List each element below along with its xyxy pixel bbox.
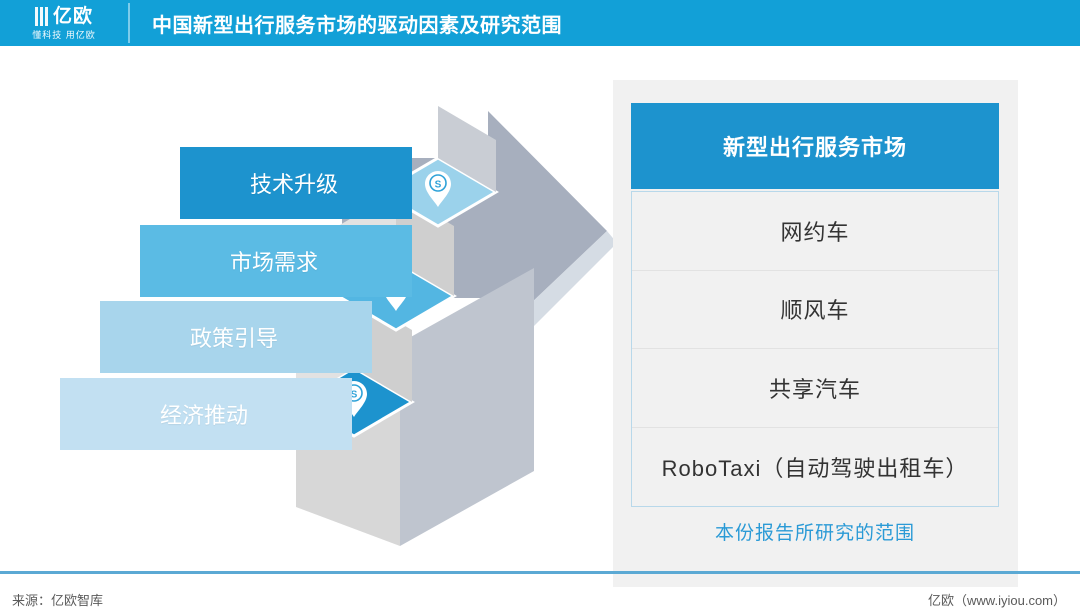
driver-step-2: 市场需求 bbox=[140, 225, 412, 297]
driver-step-3: 政策引导 bbox=[100, 301, 372, 373]
driver-steps-list: 技术升级 市场需求 政策引导 经济推动 bbox=[0, 46, 620, 565]
driver-step-4-label: 经济推动 bbox=[159, 403, 248, 428]
driver-step-2-label: 市场需求 bbox=[229, 250, 318, 275]
driver-step-1: 技术升级 bbox=[180, 147, 412, 219]
footer-brand: 亿欧（www.iyiou.com） bbox=[928, 593, 1066, 608]
scope-panel-list: 网约车 顺风车 共享汽车 RoboTaxi（自动驾驶出租车） bbox=[631, 191, 999, 507]
logo-mark: 亿欧 bbox=[34, 5, 93, 29]
scope-panel-caption: 本份报告所研究的范围 bbox=[714, 522, 915, 544]
logo-bars-icon bbox=[34, 7, 48, 26]
footer-source: 来源：亿欧智库 bbox=[12, 593, 104, 608]
driver-step-4: 经济推动 bbox=[60, 378, 352, 450]
scope-list-item-4: RoboTaxi（自动驾驶出租车） bbox=[661, 455, 969, 481]
page-header: 亿欧 懂科技 用亿欧 中国新型出行服务市场的驱动因素及研究范围 bbox=[0, 0, 1080, 46]
footer-divider bbox=[0, 571, 1080, 574]
scope-list-item-3: 共享汽车 bbox=[632, 349, 998, 428]
driver-step-3-label: 政策引导 bbox=[189, 326, 278, 351]
page-footer: 来源：亿欧智库 亿欧（www.iyiou.com） bbox=[0, 578, 1080, 608]
scope-list-item-1: 网约车 bbox=[632, 192, 998, 271]
scope-panel-title: 新型出行服务市场 bbox=[722, 135, 907, 160]
brand-logo: 亿欧 懂科技 用亿欧 bbox=[0, 0, 128, 46]
scope-panel-header: 新型出行服务市场 bbox=[631, 103, 999, 189]
logo-tagline: 懂科技 用亿欧 bbox=[32, 29, 96, 40]
page-title: 中国新型出行服务市场的驱动因素及研究范围 bbox=[152, 14, 562, 37]
scope-list-item-2: 顺风车 bbox=[632, 271, 998, 349]
slide-body: S 技术升级 bbox=[0, 46, 1080, 587]
driver-step-1-label: 技术升级 bbox=[249, 172, 338, 197]
scope-panel: 新型出行服务市场 网约车 顺风车 共享汽车 RoboTaxi（自动驾驶出租车） … bbox=[613, 80, 1018, 587]
block-back-face bbox=[400, 268, 534, 546]
logo-wordmark: 亿欧 bbox=[52, 5, 93, 27]
header-divider bbox=[128, 3, 130, 43]
